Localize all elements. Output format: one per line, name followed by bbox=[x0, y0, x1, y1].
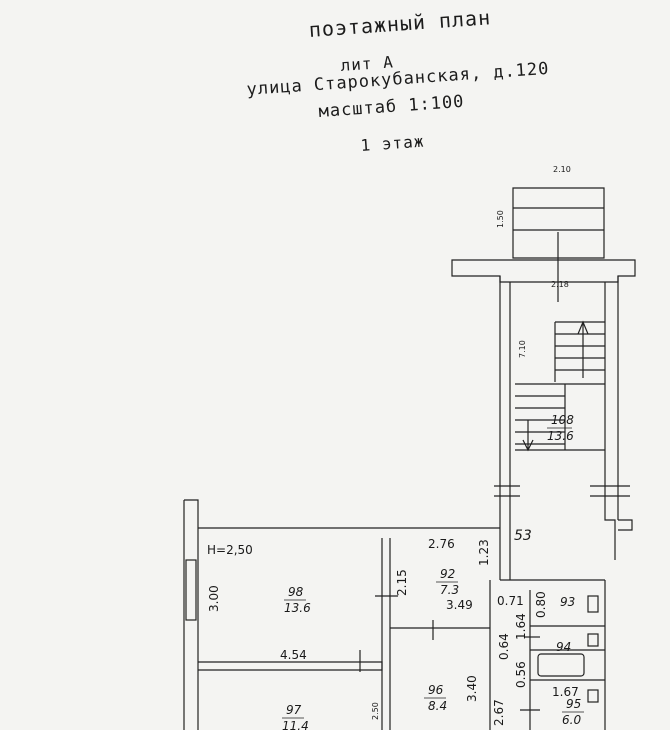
dim-hall-depth: 1.23 bbox=[477, 539, 491, 566]
room-number: 96 bbox=[428, 683, 444, 697]
sink-fixture-2 bbox=[587, 689, 599, 703]
dim-room98-width: 4.54 bbox=[280, 648, 307, 662]
room-area: 7.3 bbox=[440, 583, 459, 597]
room-98-label: 98 13.6 bbox=[284, 585, 311, 615]
dim-corr-b: 0.56 bbox=[514, 661, 528, 688]
dim-bath-lower-depth: 1.64 bbox=[514, 613, 528, 640]
room-97-label: 97 11.4 bbox=[282, 703, 309, 730]
room-94-label: 94 bbox=[556, 640, 571, 654]
dim-room92-width: 2.76 bbox=[428, 537, 455, 551]
dim-stair-top-width: 2.10 bbox=[553, 165, 571, 174]
left-wing-top-wall bbox=[183, 499, 500, 730]
dim-stair-length: 7.10 bbox=[518, 340, 527, 358]
partition-98-97 bbox=[198, 661, 383, 671]
room-area: 8.4 bbox=[428, 699, 447, 713]
room-number: 95 bbox=[566, 697, 581, 711]
room-108-label: 108 13.6 bbox=[547, 413, 574, 443]
window-left bbox=[185, 559, 197, 621]
room-53-label: 53 bbox=[514, 528, 532, 544]
stair-wall-left bbox=[499, 276, 511, 580]
stair-flight-lower bbox=[515, 383, 605, 450]
wall-stub bbox=[618, 519, 633, 531]
dim-bath-width: 0.71 bbox=[497, 594, 524, 608]
wc-fixture bbox=[587, 595, 599, 613]
room-95-label: 95 6.0 bbox=[562, 697, 584, 727]
partition-98-92 bbox=[381, 538, 391, 668]
dim-corr-a: 0.64 bbox=[497, 633, 511, 660]
ceiling-height: Н=2,50 bbox=[207, 543, 253, 557]
room-area: 13.6 bbox=[284, 601, 311, 615]
sanitary-block bbox=[529, 580, 606, 730]
top-wall bbox=[451, 259, 636, 283]
stair-wall-right bbox=[604, 276, 619, 560]
room-93-label: 93 bbox=[560, 595, 575, 609]
stair-arrow-down bbox=[522, 420, 534, 452]
room-number: 97 bbox=[286, 703, 302, 717]
partition-96-left bbox=[381, 628, 391, 730]
dim-stair-porch-depth: 1.50 bbox=[496, 210, 505, 228]
room-area: 11.4 bbox=[282, 719, 309, 730]
dim-room97-depth: 2.50 bbox=[371, 702, 380, 720]
stair-arrow-up bbox=[577, 320, 589, 378]
dim-room96-depth: 3.40 bbox=[465, 675, 479, 702]
porch-outline bbox=[512, 187, 605, 259]
bathtub bbox=[537, 653, 585, 677]
sink-fixture bbox=[587, 633, 599, 647]
dim-room98-depth: 3.00 bbox=[207, 585, 221, 612]
room-96-label: 96 8.4 bbox=[424, 683, 447, 713]
dim-room92-lower-width: 3.49 bbox=[446, 598, 473, 612]
dim-room96-width: 2.67 bbox=[492, 699, 506, 726]
dim-bath-depth: 0.80 bbox=[534, 591, 548, 618]
stair-flight-upper bbox=[554, 321, 605, 382]
dim-stair-width: 2.18 bbox=[551, 280, 569, 289]
room-area: 13.6 bbox=[547, 429, 574, 443]
dim-room92-depth: 2.15 bbox=[395, 569, 409, 596]
room-area: 6.0 bbox=[562, 713, 581, 727]
room-number: 92 bbox=[440, 567, 455, 581]
dim-room95-width: 1.67 bbox=[552, 685, 579, 699]
room-92-label: 92 7.3 bbox=[436, 567, 459, 597]
room-number: 108 bbox=[551, 413, 574, 427]
hall-wall bbox=[489, 579, 605, 730]
room-number: 98 bbox=[288, 585, 304, 599]
